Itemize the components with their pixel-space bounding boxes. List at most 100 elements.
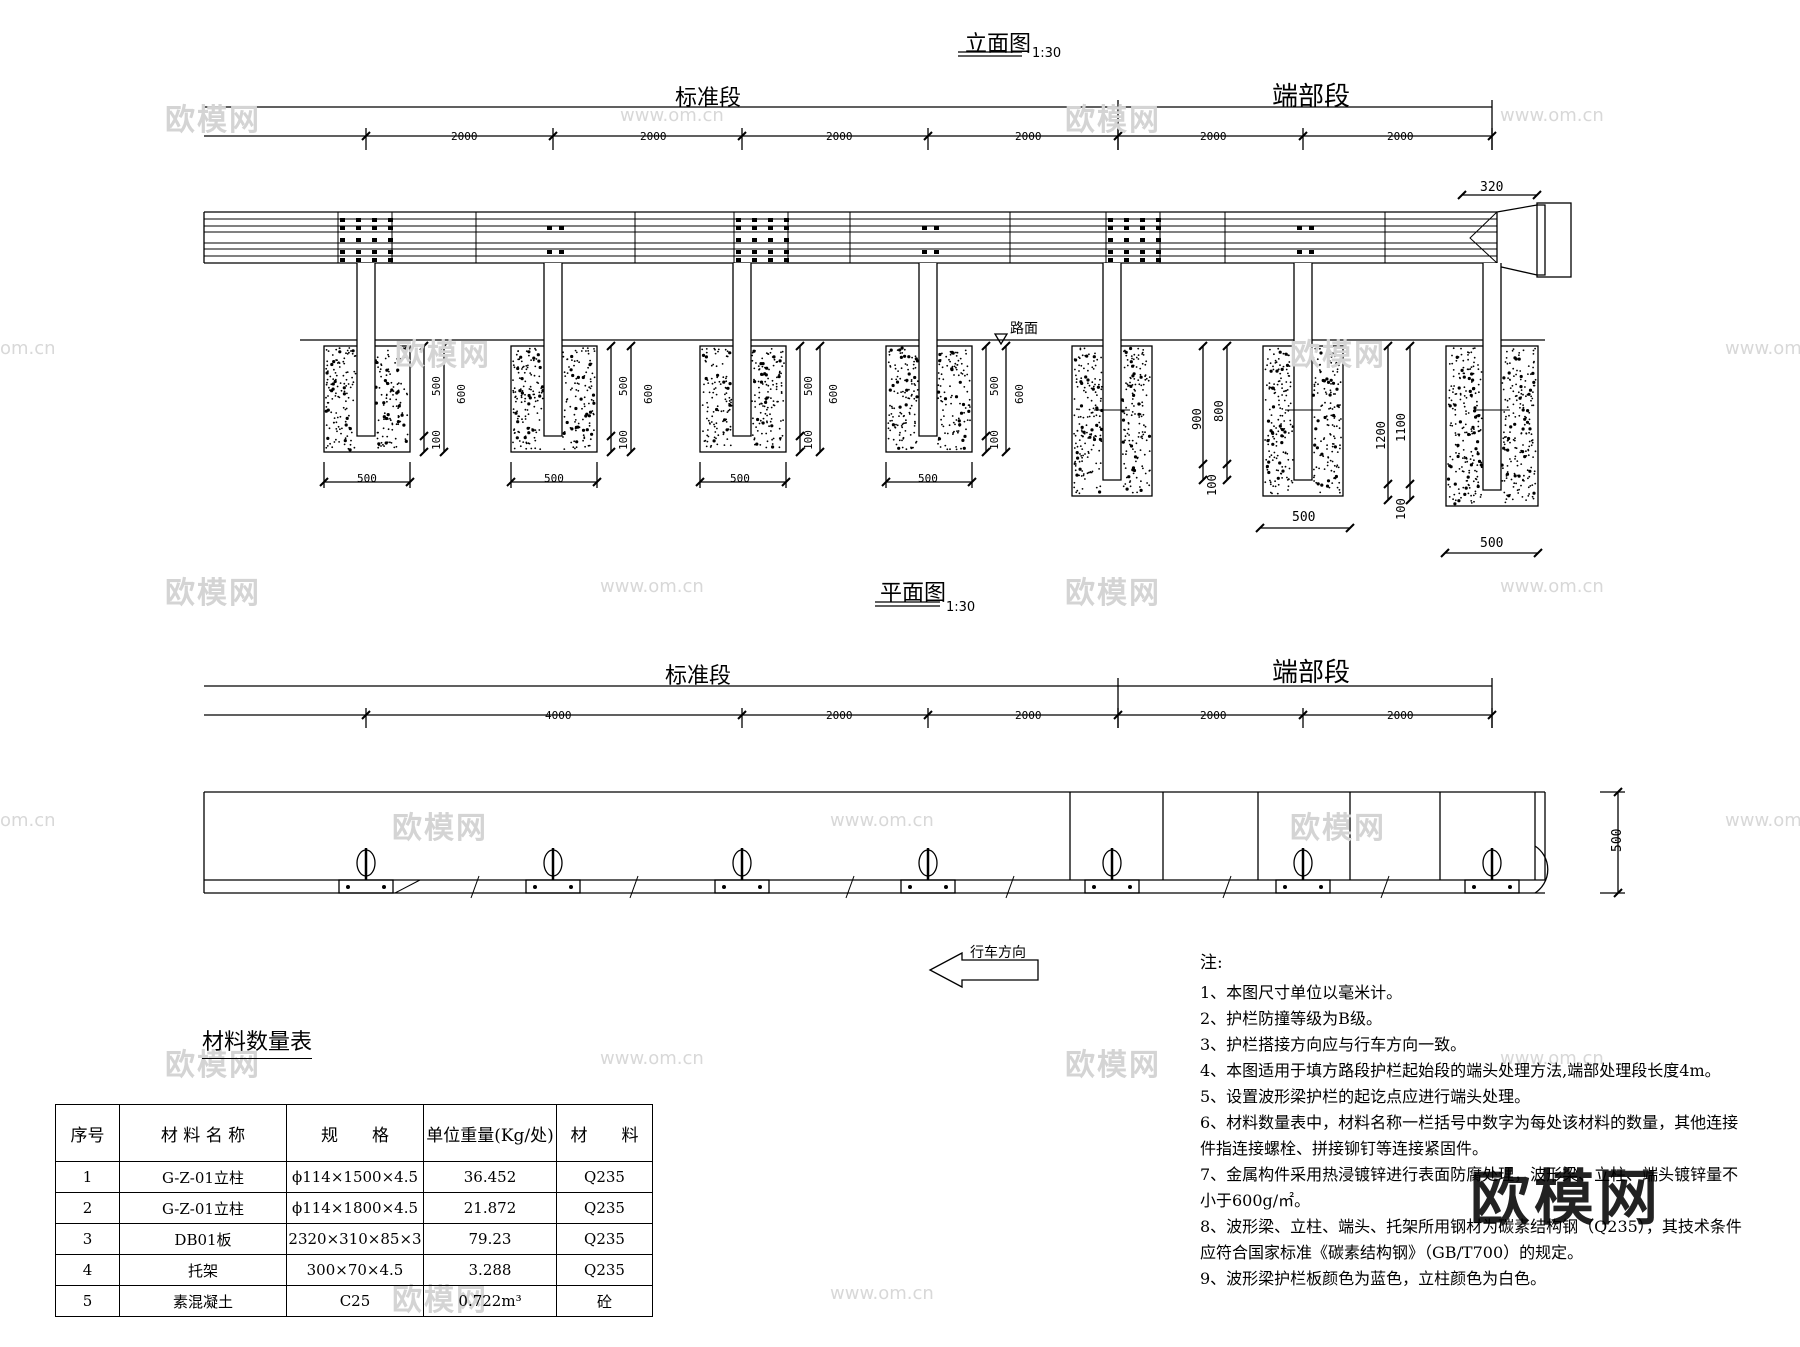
aggregate-dot	[346, 435, 349, 437]
aggregate-dot	[1457, 488, 1460, 490]
dim-tick	[1298, 131, 1308, 141]
aggregate-dot	[1281, 469, 1285, 473]
aggregate-dot	[1528, 440, 1531, 443]
aggregate-dot	[1519, 403, 1522, 405]
aggregate-dot	[949, 353, 952, 356]
aggregate-dot	[1134, 451, 1136, 453]
aggregate-dot	[707, 429, 709, 431]
dim-tick	[606, 431, 616, 441]
aggregate-dot	[335, 421, 338, 424]
depth-dim: 500	[802, 376, 815, 396]
aggregate-dot	[1458, 492, 1461, 495]
aggregate-dot	[1531, 441, 1534, 444]
bolt	[1156, 218, 1161, 222]
aggregate-dot	[1462, 457, 1464, 459]
aggregate-dot	[1074, 368, 1076, 371]
aggregate-dot	[1462, 366, 1465, 369]
aggregate-dot	[523, 436, 527, 440]
aggregate-dot	[1273, 353, 1275, 356]
aggregate-dot	[1330, 414, 1333, 417]
aggregate-dot	[348, 351, 350, 354]
span-dim: 2000	[1015, 130, 1042, 143]
aggregate-dot	[1081, 488, 1084, 490]
aggregate-dot	[1510, 478, 1513, 481]
aggregate-dot	[1523, 480, 1525, 482]
aggregate-dot	[1451, 354, 1453, 357]
aggregate-dot	[957, 374, 960, 377]
aggregate-dot	[1086, 396, 1089, 399]
aggregate-dot	[1515, 399, 1518, 402]
width-dim: 500	[1292, 510, 1316, 525]
direction-arrow	[928, 951, 1039, 989]
aggregate-dot	[1532, 353, 1535, 355]
aggregate-dot	[1091, 387, 1095, 391]
aggregate-dot	[897, 370, 899, 372]
aggregate-dot	[1473, 356, 1476, 359]
aggregate-dot	[517, 358, 520, 361]
aggregate-dot	[1474, 492, 1477, 495]
aggregate-dot	[1131, 392, 1134, 395]
aggregate-dot	[1326, 424, 1329, 426]
aggregate-dot	[914, 420, 916, 423]
aggregate-dot	[1313, 476, 1315, 479]
aggregate-dot	[770, 406, 773, 409]
bolt	[784, 226, 789, 230]
aggregate-dot	[1333, 435, 1335, 438]
aggregate-dot	[728, 402, 731, 405]
aggregate-dot	[905, 422, 907, 424]
aggregate-dot	[404, 439, 408, 443]
aggregate-dot	[761, 432, 763, 435]
aggregate-dot	[538, 419, 541, 421]
cell: C25	[286, 1285, 424, 1317]
aggregate-dot	[1288, 467, 1291, 470]
aggregate-dot	[761, 383, 764, 385]
aggregate-dot	[1148, 484, 1151, 487]
aggregate-dot	[378, 387, 381, 389]
aggregate-dot	[1312, 356, 1315, 359]
aggregate-dot	[1467, 412, 1470, 414]
aggregate-dot	[516, 417, 519, 420]
aggregate-dot	[512, 360, 515, 363]
aggregate-dot	[575, 440, 579, 444]
aggregate-dot	[1526, 409, 1530, 413]
aggregate-dot	[1130, 414, 1133, 417]
aggregate-dot	[1287, 372, 1289, 375]
aggregate-dot	[1143, 424, 1145, 427]
aggregate-dot	[1520, 392, 1523, 395]
aggregate-dot	[1504, 501, 1507, 504]
aggregate-dot	[1287, 458, 1290, 461]
aggregate-dot	[915, 395, 919, 399]
aggregate-dot	[706, 401, 708, 404]
aggregate-dot	[1532, 456, 1534, 458]
aggregate-dot	[1084, 478, 1086, 480]
elevation-end-label: 端部段	[1272, 82, 1351, 112]
col-header: 序号	[55, 1104, 120, 1162]
aggregate-dot	[967, 409, 971, 413]
aggregate-dot	[1073, 414, 1076, 417]
aggregate-dot	[325, 349, 328, 351]
aggregate-dot	[1465, 431, 1468, 434]
bolt-group	[736, 218, 789, 262]
aggregate-dot	[536, 381, 538, 384]
post	[732, 263, 752, 437]
aggregate-dot	[956, 364, 959, 366]
misc-graphics	[875, 51, 1039, 989]
aggregate-dot	[1454, 393, 1457, 395]
aggregate-dot	[758, 391, 761, 394]
aggregate-dot	[754, 400, 756, 403]
dim-tick	[1383, 495, 1393, 505]
bolt	[934, 250, 939, 254]
aggregate-dot	[1142, 354, 1145, 356]
aggregate-dot	[1336, 464, 1339, 467]
aggregate-dot	[953, 365, 956, 368]
table-row: 1 G-Z-01立柱 ϕ114×1500×4.5 36.452 Q235	[55, 1161, 653, 1193]
aggregate-dot	[1454, 499, 1457, 502]
aggregate-dot	[961, 373, 964, 375]
aggregate-dot	[326, 360, 329, 363]
aggregate-dot	[769, 413, 771, 416]
aggregate-dot	[1502, 376, 1506, 380]
aggregate-dot	[1313, 389, 1316, 392]
aggregate-dot	[1277, 368, 1280, 371]
aggregate-dot	[955, 446, 957, 448]
aggregate-dot	[347, 447, 350, 450]
